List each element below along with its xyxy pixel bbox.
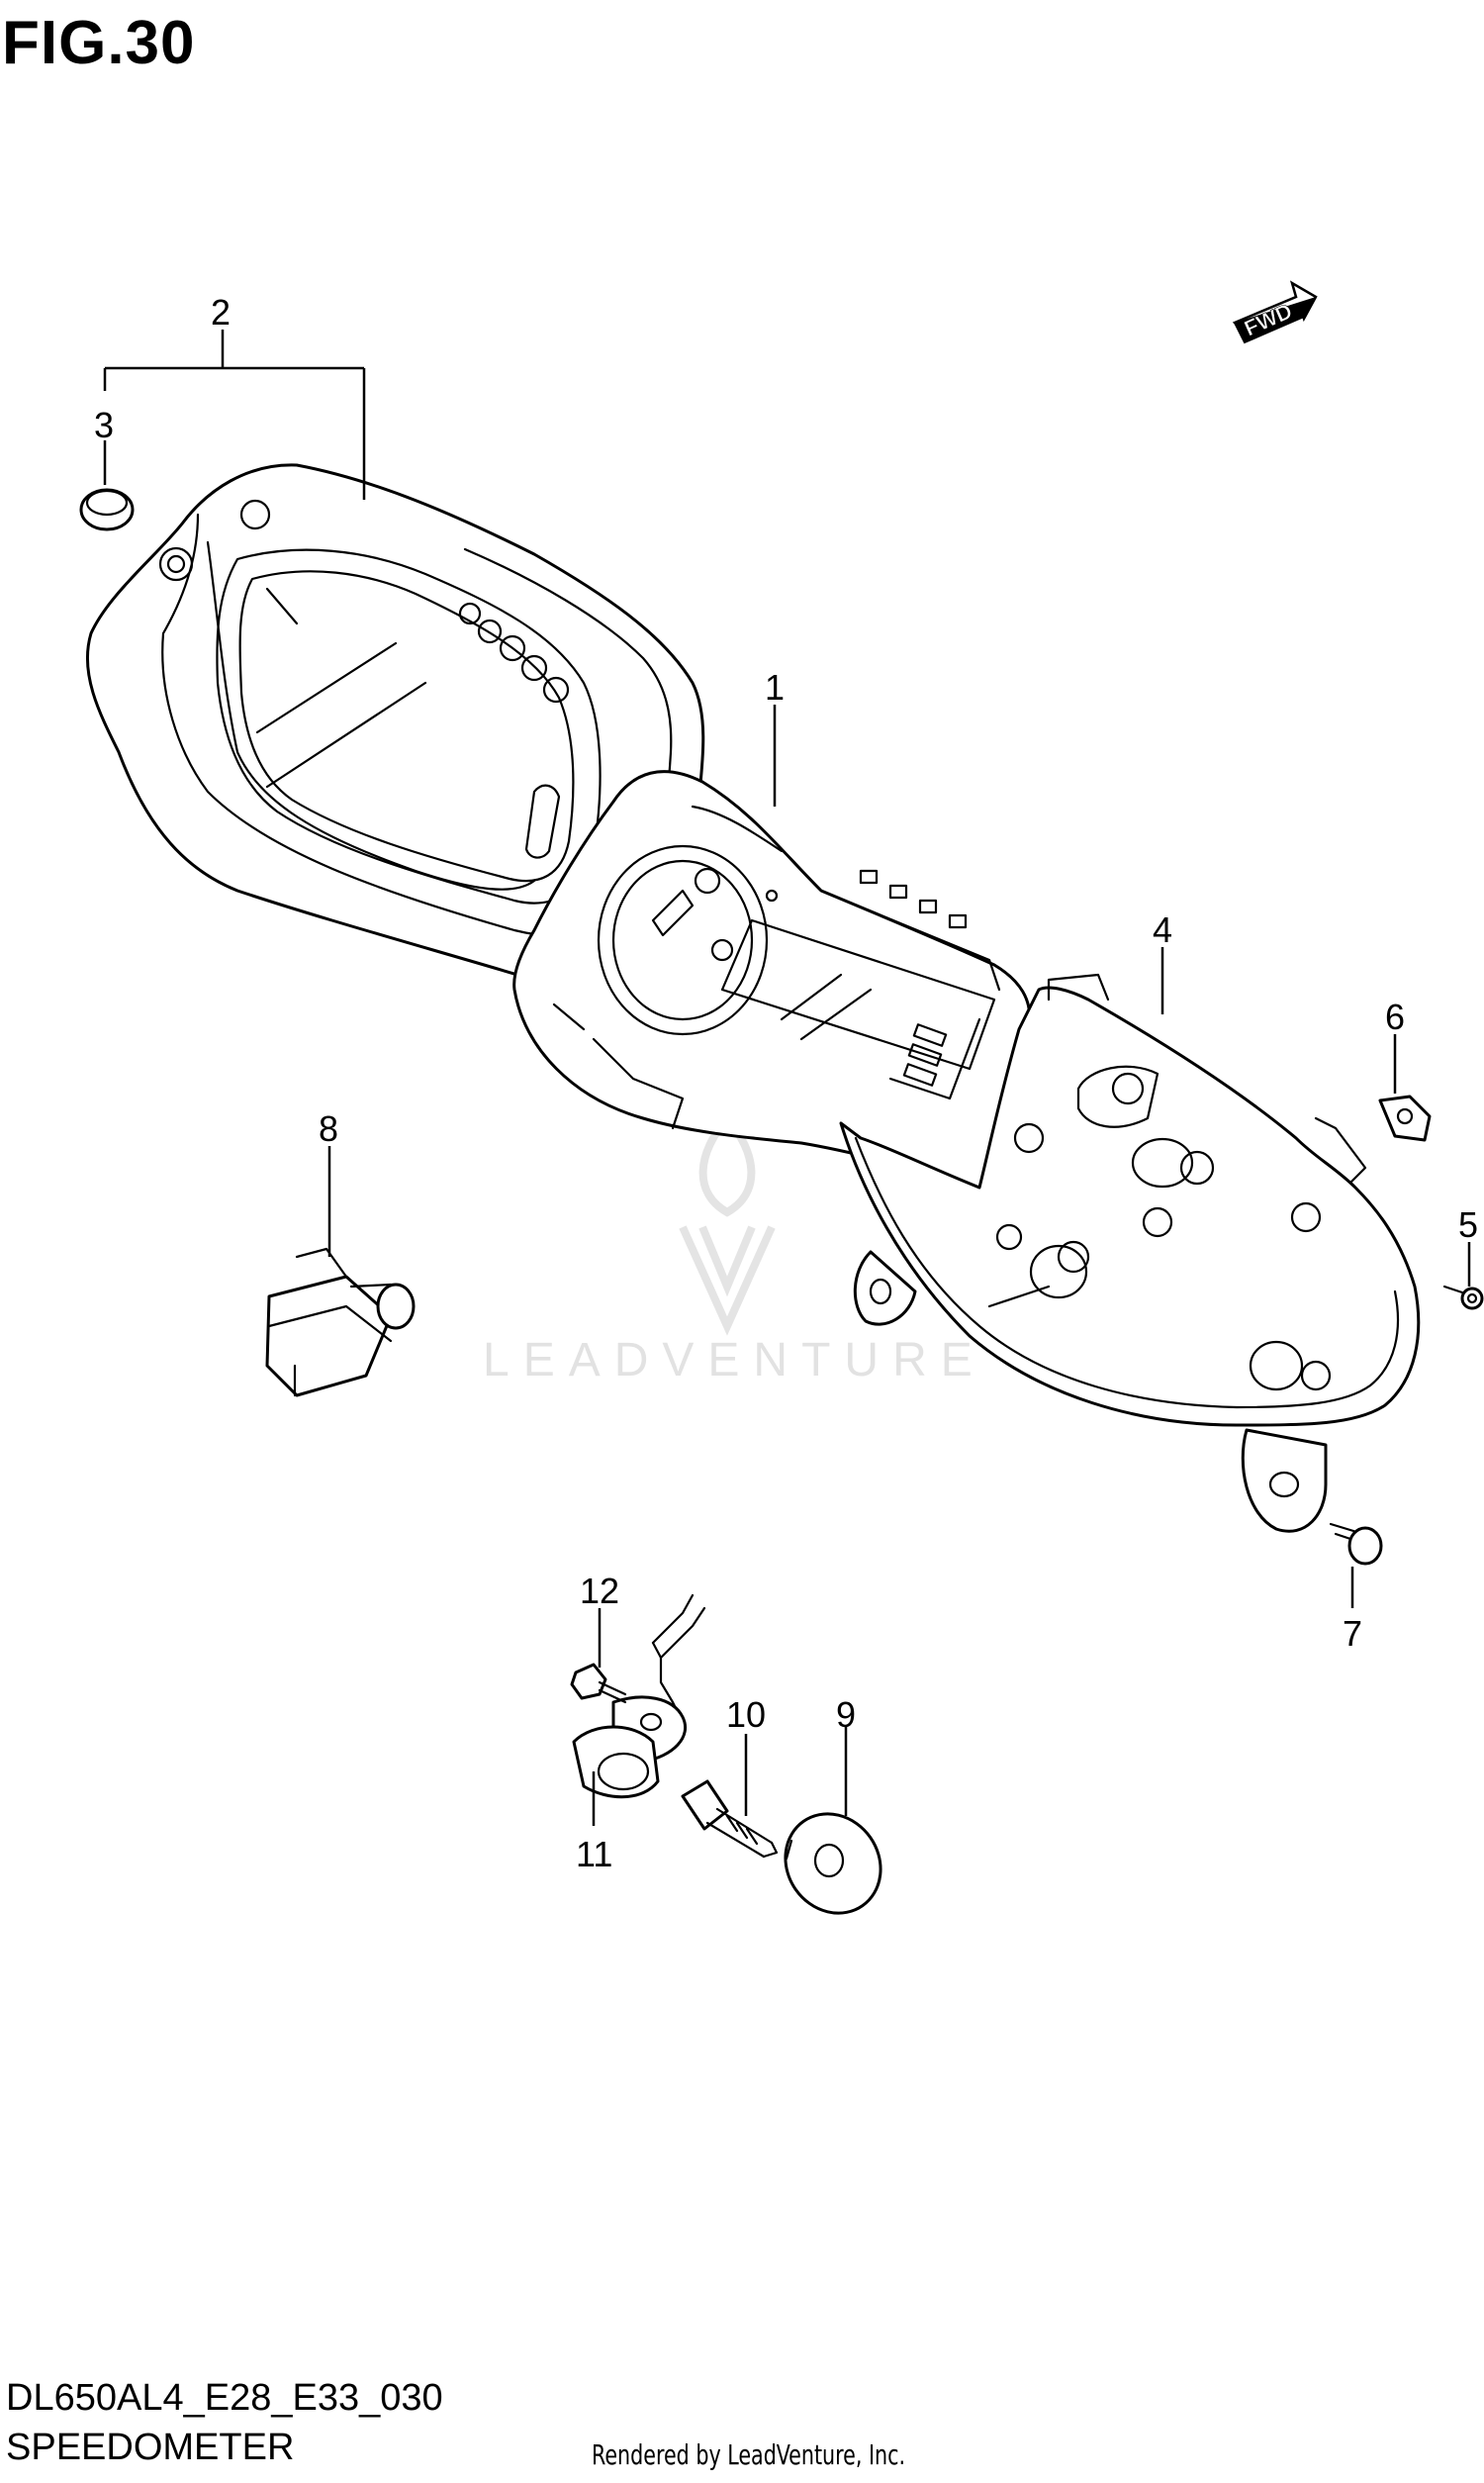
callout-labels: 2 3 1 4 6 5 8 7 12 10 9 11 xyxy=(94,292,1478,1874)
callout-2: 2 xyxy=(211,292,231,333)
watermark-logo-icon xyxy=(679,1111,776,1336)
part-3-grommet xyxy=(79,488,135,531)
part-9-washer xyxy=(784,1812,882,1915)
callout-10: 10 xyxy=(726,1694,766,1735)
part-8-connector xyxy=(265,1247,416,1397)
callout-5: 5 xyxy=(1458,1204,1478,1245)
callout-3: 3 xyxy=(94,405,114,445)
part-4-lower-case xyxy=(839,973,1421,1533)
callout-8: 8 xyxy=(319,1108,338,1149)
part-10-bolt xyxy=(681,1779,779,1859)
fwd-arrow-label: FWD xyxy=(1241,298,1296,340)
callout-12: 12 xyxy=(580,1571,619,1611)
callout-1: 1 xyxy=(765,667,785,708)
part-5-screw xyxy=(1442,1285,1484,1310)
callout-6: 6 xyxy=(1385,997,1405,1037)
callout-7: 7 xyxy=(1343,1613,1362,1654)
callout-9: 9 xyxy=(836,1694,856,1735)
part-7-screw xyxy=(1329,1522,1383,1566)
watermark-text: LEADVENTURE xyxy=(483,1334,986,1386)
render-credit: Rendered by LeadVenture, Inc. xyxy=(592,2438,906,2471)
leader-lines xyxy=(103,330,1471,1826)
fwd-arrow-icon: FWD xyxy=(1232,280,1318,344)
callout-4: 4 xyxy=(1153,909,1172,950)
section-name: SPEEDOMETER xyxy=(6,2427,295,2468)
watermark: LEADVENTURE xyxy=(483,1111,986,1386)
model-code: DL650AL4_E28_E33_030 xyxy=(6,2377,443,2419)
part-12-bolt xyxy=(570,1663,627,1704)
figure-title: FIG.30 xyxy=(2,9,196,77)
part-1-meter-assembly xyxy=(512,770,1032,1190)
part-6-nut xyxy=(1378,1095,1432,1142)
callout-11: 11 xyxy=(576,1834,612,1874)
